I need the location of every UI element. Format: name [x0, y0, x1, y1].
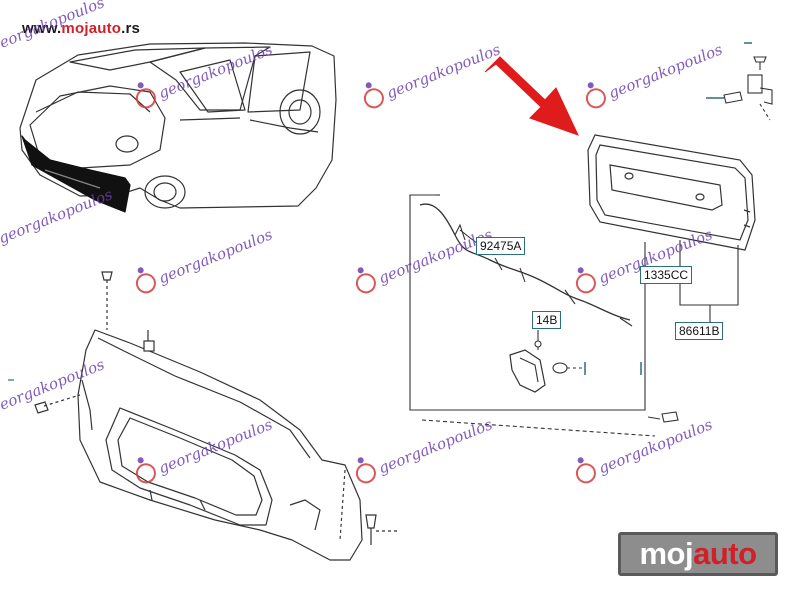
- watermark: georgakopoulos: [0, 0, 107, 55]
- watermark-logo-dot-icon: [587, 82, 594, 89]
- bumper-fasteners: [8, 271, 400, 545]
- watermark-logo-icon: [355, 273, 376, 294]
- part-label-14b[interactable]: 14B: [532, 311, 562, 329]
- watermark-logo-icon: [575, 463, 596, 484]
- watermark-text: georgakopoulos: [376, 225, 495, 287]
- part-label-86611b[interactable]: 86611B: [675, 322, 724, 340]
- watermark: georgakopoulos: [0, 355, 107, 417]
- watermark-text: georgakopoulos: [0, 0, 107, 55]
- car-illustration: [19, 42, 337, 213]
- watermark-logo-icon: [363, 88, 384, 109]
- site-url[interactable]: www.mojauto.rs: [22, 20, 141, 37]
- garnish-fasteners: [706, 42, 773, 121]
- red-arrow: [484, 56, 579, 136]
- watermark: georgakopoulos: [0, 185, 115, 247]
- watermark-logo-dot-icon: [577, 267, 584, 274]
- watermark: georgakopoulos: [355, 225, 495, 294]
- watermark: georgakopoulos: [585, 40, 725, 109]
- watermark: georgakopoulos: [135, 225, 275, 294]
- watermark-logo-icon: [135, 88, 156, 109]
- watermark-text: georgakopoulos: [0, 185, 115, 247]
- rear-bumper-illustration: [77, 329, 363, 561]
- watermark: georgakopoulos: [135, 415, 275, 484]
- watermark: georgakopoulos: [355, 415, 495, 484]
- watermark-logo-icon: [135, 273, 156, 294]
- tailgate-garnish-illustration: [587, 134, 756, 251]
- watermark-text: georgakopoulos: [606, 40, 725, 102]
- watermark: georgakopoulos: [363, 40, 503, 109]
- watermark-logo-icon: [355, 463, 376, 484]
- harness-group: [409, 194, 646, 411]
- watermark-logo-dot-icon: [357, 267, 364, 274]
- watermark-logo-icon: [585, 88, 606, 109]
- watermark-logo-icon: [575, 273, 596, 294]
- watermark-logo-dot-icon: [137, 82, 144, 89]
- watermark-logo-icon: [135, 463, 156, 484]
- watermark: georgakopoulos: [575, 415, 715, 484]
- mojauto-logo: mojauto: [618, 532, 778, 576]
- watermark-text: georgakopoulos: [596, 415, 715, 477]
- watermark-text: georgakopoulos: [156, 225, 275, 287]
- watermark-logo-dot-icon: [577, 457, 584, 464]
- part-label-92475a[interactable]: 92475A: [476, 237, 526, 255]
- watermark-logo-dot-icon: [137, 457, 144, 464]
- part-label-1335cc[interactable]: 1335CC: [640, 266, 693, 284]
- watermark-logo-dot-icon: [137, 267, 144, 274]
- watermark-logo-dot-icon: [365, 82, 372, 89]
- watermark-logo-dot-icon: [357, 457, 364, 464]
- label-leaders: [421, 229, 739, 437]
- watermark-layer: georgakopoulos georgakopoulos georgakopoul…: [0, 0, 725, 484]
- watermark: georgakopoulos: [575, 225, 715, 294]
- watermark-text: georgakopoulos: [376, 415, 495, 477]
- watermark-text: georgakopoulos: [0, 355, 107, 417]
